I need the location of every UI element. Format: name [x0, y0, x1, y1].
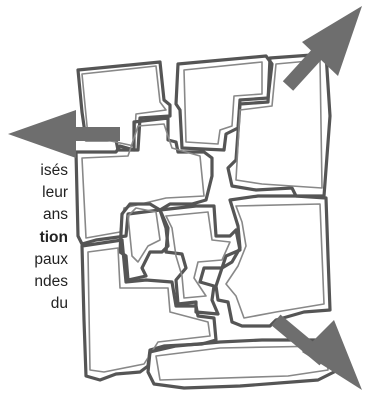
- sketch-piece-inner: [236, 60, 322, 188]
- sketch-piece: [228, 54, 330, 196]
- arrow-up-right: [288, 6, 362, 86]
- sketch-piece-inner: [128, 208, 160, 262]
- sketch-piece: [160, 206, 240, 314]
- sketch-piece-inner: [226, 204, 324, 318]
- sketch-piece-inner: [156, 346, 328, 380]
